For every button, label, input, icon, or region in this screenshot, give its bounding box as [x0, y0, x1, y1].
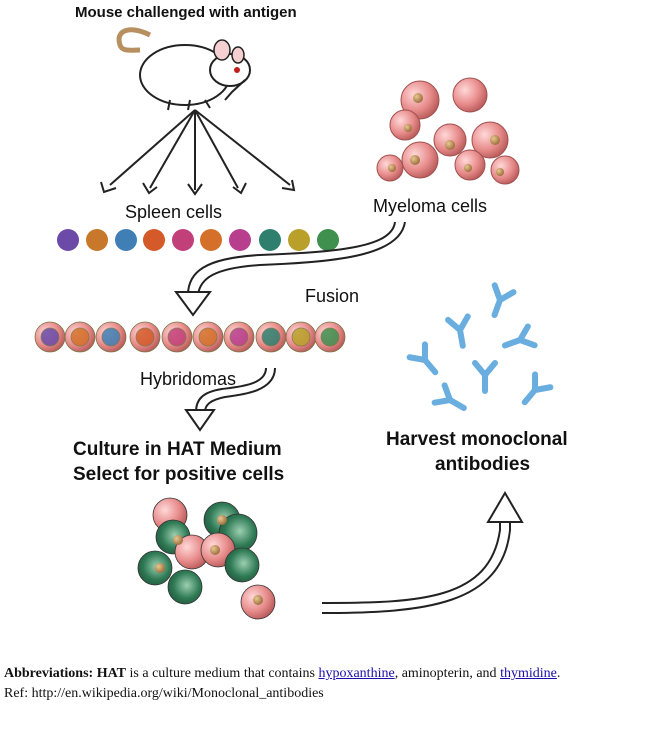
- spleen-label: Spleen cells: [125, 202, 222, 222]
- spleen-cell: [317, 229, 339, 251]
- culture-label-2: Select for positive cells: [73, 464, 284, 485]
- antibody-icon: [406, 341, 439, 376]
- spleen-cell: [229, 229, 251, 251]
- harvest-label-1: Harvest monoclonal: [386, 429, 568, 450]
- monoclonal-antibody-diagram: Mouse challenged with antigen Spleen cel…: [34, 4, 568, 620]
- harvest-arrow: [321, 491, 524, 614]
- abbrev-text-2: , aminopterin, and: [394, 666, 501, 681]
- spleen-arrows: [100, 109, 296, 196]
- abbreviations-line: Abbreviations: HAT is a culture medium t…: [4, 664, 644, 684]
- antibody-icon: [521, 371, 554, 406]
- hat-term: HAT: [96, 666, 127, 681]
- spleen-cell: [143, 229, 165, 251]
- culture-label-1: Culture in HAT Medium: [73, 439, 282, 460]
- antibody-icon: [472, 360, 498, 394]
- spleen-cells: [57, 229, 339, 251]
- spleen-cell: [57, 229, 79, 251]
- antibody-icon: [445, 313, 471, 349]
- spleen-cell: [200, 229, 222, 251]
- antibody-icon: [491, 282, 517, 319]
- abbrev-text-1: is a culture medium that contains: [126, 666, 319, 681]
- fusion-label: Fusion: [305, 286, 359, 306]
- reference-line: Ref: http://en.wikipedia.org/wiki/Monocl…: [4, 686, 324, 701]
- culture-cells: [137, 497, 276, 620]
- spleen-cell: [86, 229, 108, 251]
- spleen-cell: [172, 229, 194, 251]
- footer: Abbreviations: HAT is a culture medium t…: [4, 664, 644, 704]
- fusion-arrow: [174, 221, 406, 317]
- myeloma-label: Myeloma cells: [373, 196, 487, 216]
- hybridomas-label: Hybridomas: [140, 369, 236, 389]
- spleen-cell: [115, 229, 137, 251]
- mouse-label: Mouse challenged with antigen: [75, 4, 297, 21]
- spleen-cell: [259, 229, 281, 251]
- antibody-icon: [431, 382, 467, 411]
- spleen-cell: [288, 229, 310, 251]
- hybridoma-cells: [34, 321, 346, 353]
- harvest-label-2: antibodies: [435, 454, 530, 475]
- thymidine-link[interactable]: thymidine: [500, 666, 557, 681]
- abbrev-text-3: .: [556, 666, 561, 681]
- hypoxanthine-link[interactable]: hypoxanthine: [318, 666, 395, 681]
- mouse-icon: [116, 27, 251, 111]
- antibody-icon: [501, 323, 538, 349]
- antibodies: [406, 282, 554, 411]
- myeloma-cells: [376, 77, 520, 185]
- abbrev-label: Abbreviations:: [4, 666, 94, 681]
- culture-arrow: [184, 367, 276, 432]
